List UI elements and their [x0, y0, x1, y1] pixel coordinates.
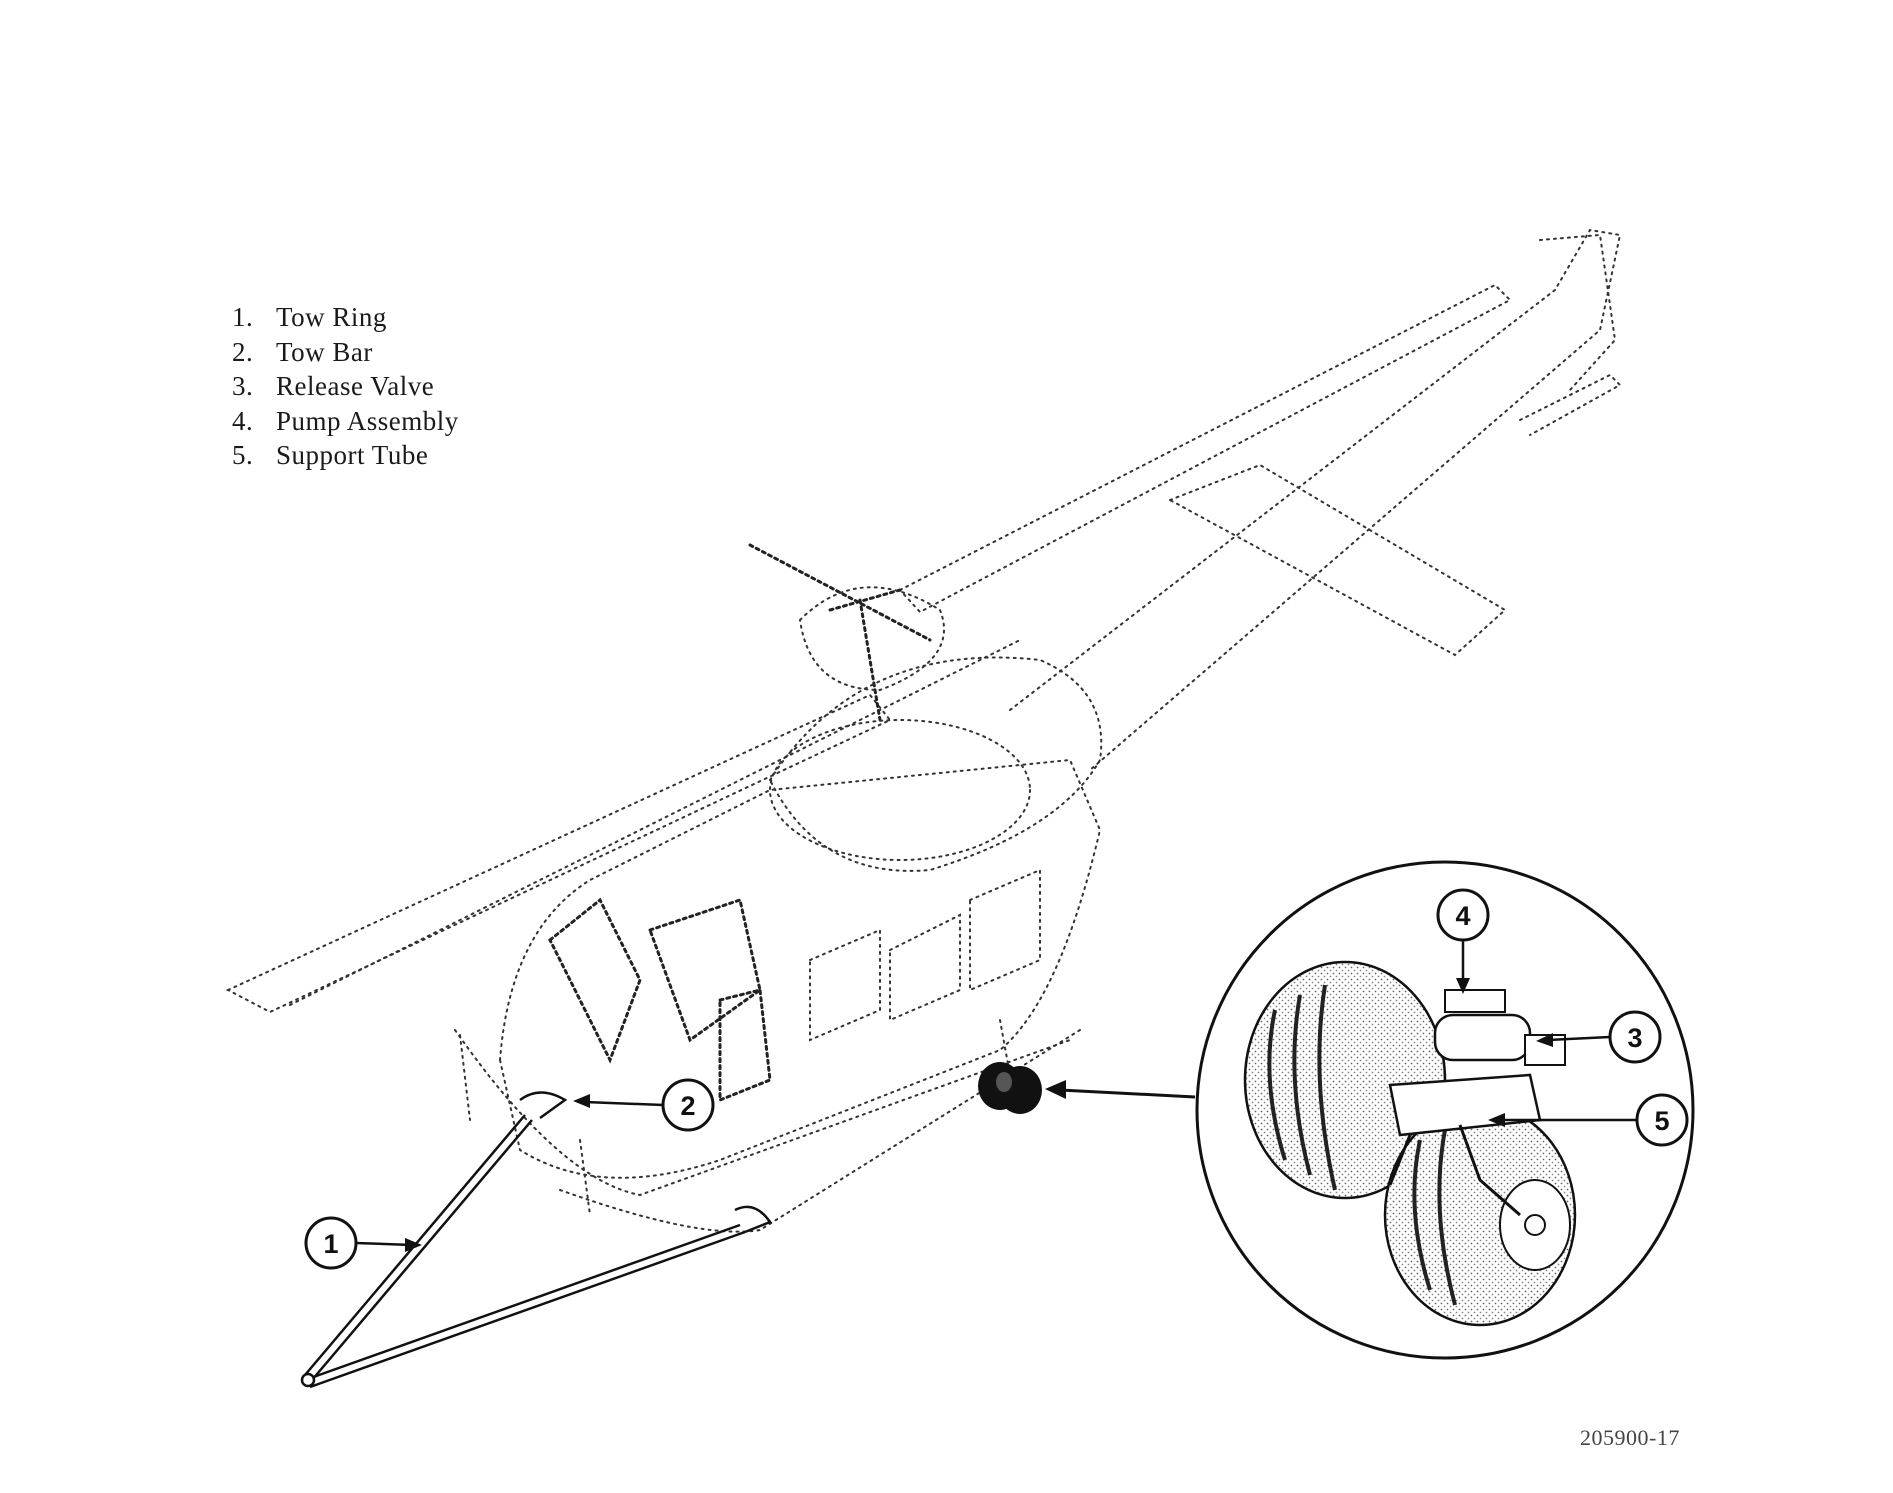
tail-fin — [1539, 233, 1617, 391]
tow-bar-fitting-lower — [734, 1205, 772, 1234]
legend-item-support-tube: 5. Support Tube — [232, 438, 459, 473]
legend-item-tow-bar: 2. Tow Bar — [232, 335, 459, 370]
wheel-assembly-detail: 4 3 5 — [1195, 860, 1695, 1360]
legend-item-tow-ring: 1. Tow Ring — [232, 300, 459, 335]
legend-number: 4. — [232, 405, 254, 436]
tail-boom — [1009, 228, 1622, 771]
figure-number: 205900-17 — [1580, 1425, 1680, 1450]
cockpit-window-left — [548, 897, 642, 1064]
legend-number: 3. — [232, 371, 254, 401]
pump-assembly — [1433, 1013, 1532, 1062]
helicopter-outline — [225, 228, 1622, 1233]
callout-5-label: 5 — [1654, 1106, 1669, 1136]
tow-ring — [300, 1372, 316, 1388]
legend-number: 1. — [232, 302, 254, 332]
parts-legend: 1. Tow Ring 2. Tow Bar 3. Release Valve 4. P… — [232, 300, 459, 473]
tow-bar-arm-lower — [304, 1223, 746, 1389]
cockpit-window-right — [718, 988, 772, 1103]
wheel-right-treads — [1412, 1129, 1457, 1306]
tow-bar — [300, 1091, 772, 1389]
side-window-1 — [809, 928, 881, 1042]
legend-label: Pump Assembly — [276, 405, 459, 436]
skid-right — [559, 1029, 1081, 1233]
horizontal-stabilizer — [1167, 463, 1507, 657]
upper-fuselage — [768, 656, 1103, 872]
main-rotor-blade-right — [898, 283, 1512, 614]
skid-left — [454, 1029, 1071, 1197]
hub-center — [1524, 1214, 1546, 1236]
callout-3-arrow-icon — [1536, 1033, 1553, 1047]
callout-1: 1 — [304, 1216, 422, 1270]
engine-intake — [769, 719, 1031, 861]
fuselage-body — [498, 758, 1102, 1179]
legend-label: Release Valve — [276, 371, 435, 401]
rotor-mast — [748, 543, 932, 722]
detail-pointer-arrow-icon — [1045, 1080, 1066, 1099]
legend-item-release-valve: 3. Release Valve — [232, 369, 459, 404]
wheel-left-treads — [1267, 984, 1337, 1191]
side-door — [969, 868, 1041, 992]
skid-strut — [579, 1019, 1011, 1216]
callout-5-arrow-icon — [1488, 1113, 1505, 1127]
callout-1-label: 1 — [323, 1229, 338, 1259]
legend-label: Tow Bar — [276, 336, 373, 367]
wheel-location-marker — [978, 1062, 1042, 1114]
callout-4-label: 4 — [1455, 901, 1470, 931]
callout-2-label: 2 — [680, 1091, 695, 1121]
detail-pointer — [1045, 1080, 1196, 1099]
callout-4-arrow-icon — [1456, 978, 1470, 994]
main-rotor-blade-left — [225, 693, 892, 1014]
rotor-hub — [798, 586, 945, 692]
legend-number: 2. — [232, 336, 254, 367]
wheel-axle-frame — [1388, 1124, 1521, 1217]
pump-handle — [1444, 989, 1506, 1013]
legend-label: Support Tube — [276, 440, 429, 470]
tow-bar-fitting-upper — [519, 1091, 568, 1120]
cockpit-window-center — [648, 898, 762, 1043]
legend-number: 5. — [232, 440, 254, 470]
side-window-2 — [889, 913, 961, 1022]
legend-label: Tow Ring — [276, 302, 387, 332]
callout-3-label: 3 — [1627, 1023, 1642, 1053]
callout-1-arrow-icon — [405, 1238, 422, 1252]
callout-2-arrow-icon — [573, 1094, 590, 1108]
main-rotor-blade-edge — [289, 639, 1021, 1006]
callout-2: 2 — [573, 1078, 715, 1132]
tail-rotor-arm — [1519, 373, 1622, 436]
legend-item-pump-assembly: 4. Pump Assembly — [232, 404, 459, 439]
